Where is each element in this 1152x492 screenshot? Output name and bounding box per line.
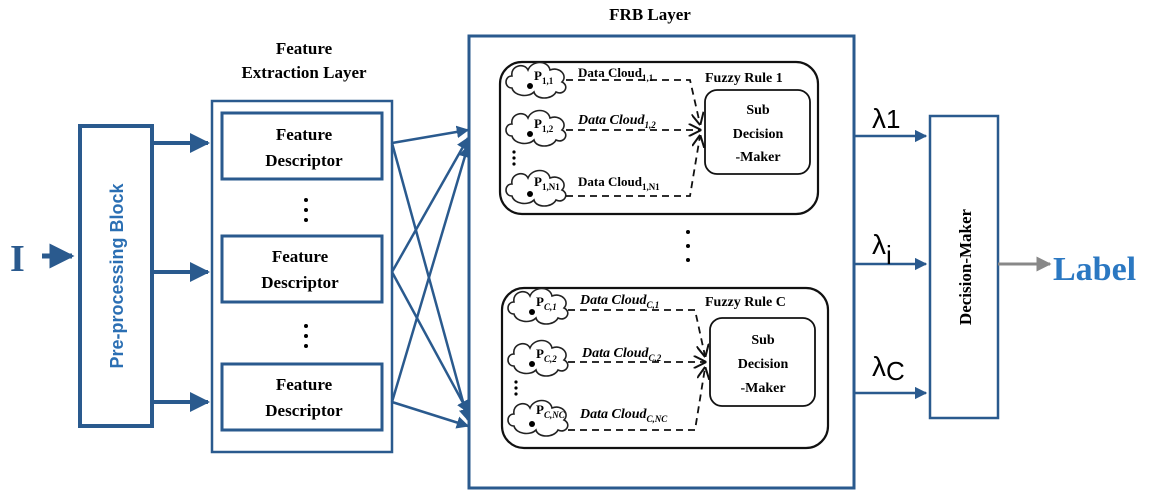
sub-decision-c-line1: Sub: [751, 333, 775, 348]
ellipsis-vertical-1: [304, 198, 308, 222]
prototype-marker-c-2: [529, 361, 535, 367]
preprocessing-label: Pre-processing Block: [107, 182, 127, 368]
preprocessing-block: [78, 124, 154, 428]
prototype-c-n-label: PC,NC: [536, 402, 566, 420]
lambda-i-label: λi: [872, 229, 892, 270]
sub-decision-maker-c: [709, 317, 816, 407]
feature-to-rule-connections: [390, 125, 472, 429]
prototype-1-2-label: P1,2: [534, 116, 554, 134]
prototype-marker-c-n: [529, 421, 535, 427]
descriptor-2-line2: Descriptor: [261, 273, 339, 292]
prototype-1-1-label: P1,1: [534, 68, 554, 86]
sub-decision-1-line1: Sub: [746, 103, 770, 118]
lambda-1-label: λ1: [872, 103, 900, 134]
sub-decision-1-line2: Decision: [733, 127, 784, 142]
feature-descriptor-1: [220, 111, 384, 181]
fuzzy-rule-c-title: Fuzzy Rule C: [705, 295, 786, 310]
prototype-marker-c-1: [529, 309, 535, 315]
data-cloud-c-n-label: Data CloudC,NC: [579, 407, 668, 424]
sub-decision-c-line3: -Maker: [740, 381, 785, 396]
descriptor-1-line1: Feature: [276, 125, 333, 144]
sub-decision-c-line2: Decision: [738, 357, 789, 372]
feature-layer-title-line1: Feature: [276, 39, 333, 58]
prototype-1-n-label: P1,N1: [534, 174, 560, 192]
data-cloud-1-n-label: Data Cloud1,N1: [578, 174, 660, 192]
sub-decision-1-line3: -Maker: [735, 150, 780, 165]
input-label: I: [10, 238, 25, 280]
descriptor-1-line2: Descriptor: [265, 151, 343, 170]
ellipsis-vertical-rule1: [512, 150, 516, 166]
ellipsis-vertical-rules: [686, 230, 690, 262]
descriptor-2-line1: Feature: [272, 247, 329, 266]
fuzzy-rule-1-title: Fuzzy Rule 1: [705, 71, 783, 86]
lambda-c-label: λC: [872, 351, 905, 386]
prototype-c-2-label: PC,2: [536, 346, 557, 364]
data-cloud-1-2-label: Data Cloud1,2: [577, 113, 656, 130]
ellipsis-vertical-2: [304, 324, 308, 348]
data-cloud-c-2-label: Data CloudC,2: [581, 346, 662, 363]
rule-1-dashed-links: [566, 79, 700, 197]
frb-layer-title: FRB Layer: [609, 5, 691, 24]
prototype-c-1-label: PC,1: [536, 294, 557, 312]
descriptor-3-line1: Feature: [276, 375, 333, 394]
data-cloud-c-1-label: Data CloudC,1: [579, 293, 659, 310]
prototype-marker-1-n: [527, 191, 533, 197]
data-cloud-1-1-label: Data Cloud1,1: [578, 65, 654, 83]
prototype-marker-1-2: [527, 131, 533, 137]
feature-descriptor-2: [220, 234, 384, 304]
decision-maker: [928, 114, 1000, 420]
prototype-marker-1-1: [527, 83, 533, 89]
sub-decision-maker-1: [704, 89, 811, 175]
feature-descriptor-3: [220, 362, 384, 432]
ellipsis-vertical-rulec: [514, 380, 518, 396]
decision-maker-label: Decision-Maker: [956, 208, 975, 325]
output-label: Label: [1053, 251, 1136, 288]
descriptor-3-line2: Descriptor: [265, 401, 343, 420]
rule-c-dashed-links: [568, 309, 705, 431]
feature-layer-title-line2: Extraction Layer: [241, 63, 367, 82]
